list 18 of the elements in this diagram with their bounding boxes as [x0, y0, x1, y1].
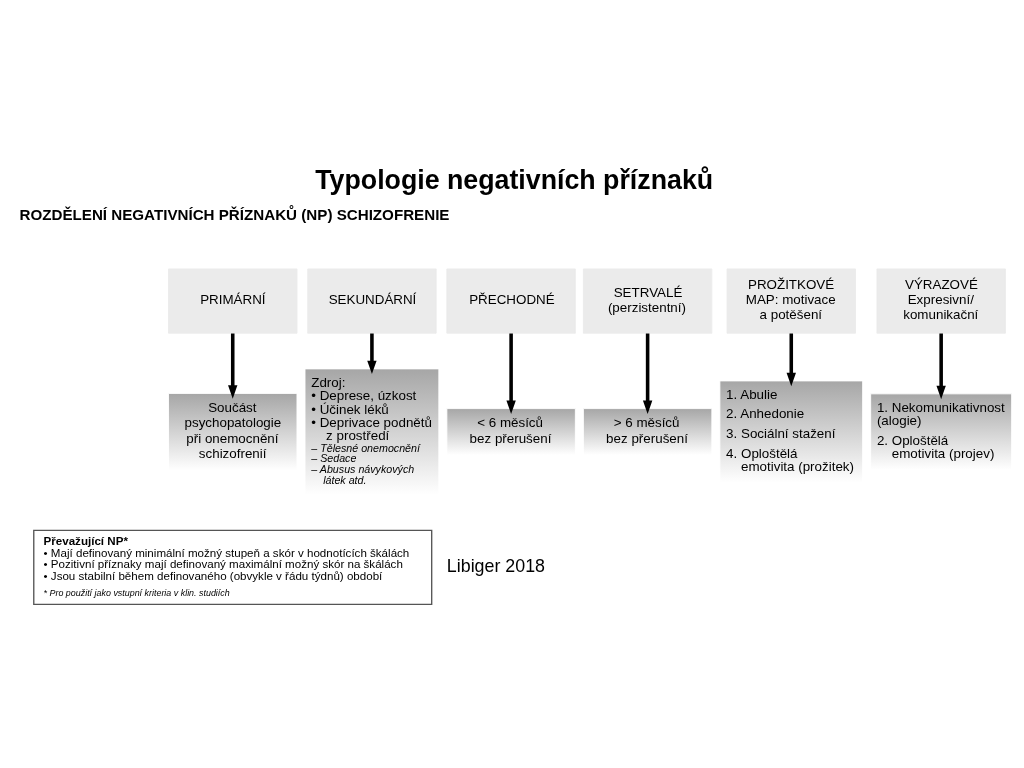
node-box: SEKUNDÁRNÍ — [307, 268, 437, 334]
arrow — [936, 333, 946, 399]
arrow — [367, 333, 377, 374]
node-box: < 6 měsíců bez přerušení — [446, 407, 576, 455]
node-box: VÝRAZOVÉ Expresivní/ komunikační — [876, 268, 1006, 334]
diagram-title: Typologie negativních příznaků — [315, 164, 714, 195]
label: ROZDĚLENÍ NEGATIVNÍCH PŘÍZNAKŮ (NP) SCHIZOFRENIE — [19, 205, 450, 223]
label: Libiger 2018 — [446, 555, 546, 576]
node-box: > 6 měsíců bez přerušení — [582, 407, 713, 455]
node-box: Převažující NP* • Mají definovaný minimální možný stupeň a skór v hodnotících škálách • Pozitivní příznaky mají definovaný maximální možný skór na škálách • Jsou stabilní během definovaného (obvykle v řádu týdnů) období * Pro použití jako vstupní kriteria v klin. studiích — [33, 529, 433, 605]
arrow — [642, 333, 653, 414]
node-box: PŘECHODNÉ — [446, 268, 576, 334]
node-box: PROŽITKOVÉ MAP: motivace a potěšení — [726, 268, 856, 334]
arrow — [228, 333, 238, 399]
arrow — [786, 333, 796, 386]
node-box: PRIMÁRNÍ — [168, 268, 298, 334]
node-box: SETRVALÉ (perzistentní) — [582, 268, 713, 334]
arrow — [506, 333, 516, 414]
